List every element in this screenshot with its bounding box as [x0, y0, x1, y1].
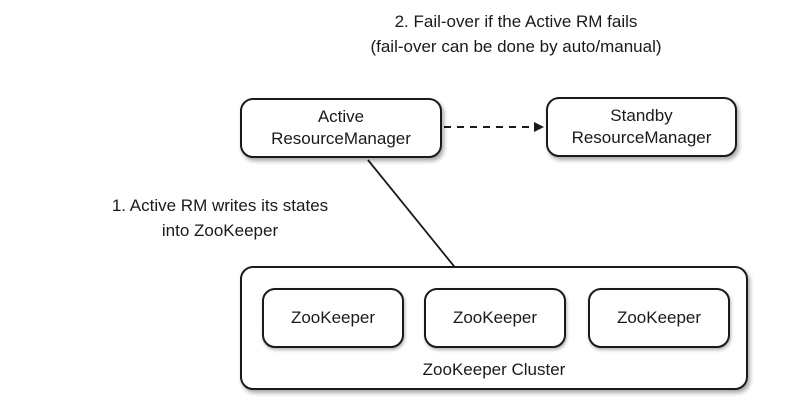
zookeeper-node: ZooKeeper: [262, 288, 404, 348]
zookeeper-node: ZooKeeper: [424, 288, 566, 348]
zookeeper-node: ZooKeeper: [588, 288, 730, 348]
active-rm-label-line1: Active: [317, 107, 365, 126]
zookeeper-cluster-label: ZooKeeper Cluster: [422, 360, 566, 379]
standby-resourcemanager-node: Standby ResourceManager: [546, 97, 737, 157]
active-resourcemanager-node: Active ResourceManager: [240, 98, 442, 158]
failover-annotation-line2: (fail-over can be done by auto/manual): [370, 37, 662, 56]
write-states-annotation: 1. Active RM writes its states into ZooK…: [60, 193, 380, 243]
failover-annotation: 2. Fail-over if the Active RM fails (fai…: [0, 9, 786, 59]
write-states-annotation-line2: into ZooKeeper: [161, 221, 279, 240]
write-states-annotation-line1: 1. Active RM writes its states: [111, 196, 329, 215]
standby-rm-label-line2: ResourceManager: [571, 128, 712, 147]
failover-annotation-line1: 2. Fail-over if the Active RM fails: [394, 12, 638, 31]
zookeeper-cluster-group: ZooKeeper ZooKeeper ZooKeeper ZooKeeper …: [240, 266, 748, 390]
active-rm-label-line2: ResourceManager: [271, 129, 411, 148]
write-state-arrow: [367, 159, 467, 282]
standby-rm-label-line1: Standby: [610, 106, 673, 125]
